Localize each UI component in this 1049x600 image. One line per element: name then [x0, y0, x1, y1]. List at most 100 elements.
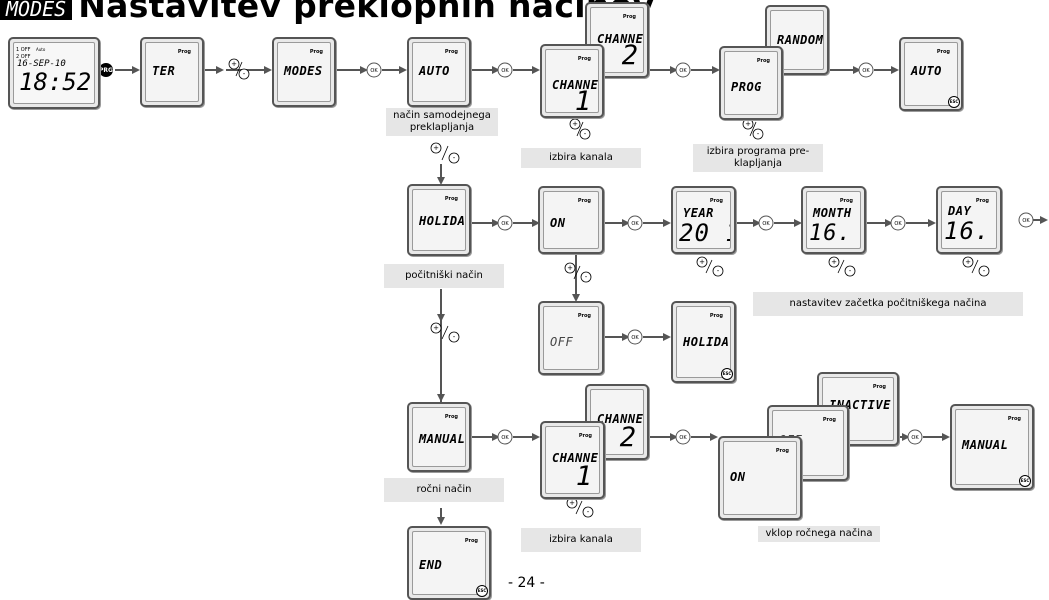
plus-label: +: [567, 264, 573, 272]
ok-label: OK: [631, 335, 639, 341]
screen-text: HOLIDAY: [419, 214, 466, 228]
plus-label: +: [572, 120, 578, 128]
screen-holiday: ProgHOLIDAY: [407, 184, 471, 256]
caption-program-select: izbira programa pre-klapljanja: [693, 144, 823, 172]
page-number: - 24 -: [508, 575, 545, 591]
ok-button[interactable]: [890, 215, 906, 231]
prog-indicator: Prog: [822, 417, 836, 423]
ok-label: OK: [501, 221, 509, 227]
ok-button[interactable]: [907, 429, 923, 445]
prog-indicator: Prog: [464, 538, 478, 544]
esc-button[interactable]: ESC: [721, 368, 733, 380]
prog-indicator: Prog: [309, 49, 323, 55]
prog-indicator: Prog: [709, 198, 723, 204]
ok-button[interactable]: [1018, 212, 1034, 228]
caption-manual-mode: ročni način: [384, 478, 504, 502]
section-tag: MODES: [0, 0, 73, 21]
screen-text: AUTO: [911, 64, 942, 78]
prog-indicator: Prog: [444, 414, 458, 420]
prog-indicator: Prog: [1007, 416, 1021, 422]
screen-text: AUTO: [419, 64, 450, 78]
screen-text: OFF: [550, 335, 574, 349]
day-value: 16. 11: [944, 217, 996, 245]
prog-indicator: Prog: [775, 448, 789, 454]
channel-2-status: 2 OFF: [16, 54, 31, 60]
plus-label: +: [745, 120, 751, 128]
esc-button[interactable]: ESC: [948, 96, 960, 108]
prog-indicator: Prog: [444, 49, 458, 55]
minus-label: -: [587, 508, 590, 516]
screen-text: CHANNEL: [597, 412, 644, 426]
date-readout: 16-SEP-10: [17, 59, 66, 69]
channel-1-status: 1 OFF: [16, 47, 31, 53]
minus-label: -: [757, 130, 760, 138]
prog-indicator: Prog: [839, 198, 853, 204]
prog-indicator: Prog: [975, 198, 989, 204]
plus-label: +: [231, 60, 237, 68]
minus-label: -: [243, 70, 246, 78]
prg-button[interactable]: PRG: [99, 63, 113, 77]
caption-channel-select: izbira kanala: [521, 148, 641, 168]
screen-text: RANDOM: [777, 33, 824, 47]
caption-manual-on: vklop ročnega načina: [758, 526, 880, 542]
plus-label: +: [569, 499, 575, 507]
ok-button[interactable]: [497, 429, 513, 445]
ok-button[interactable]: [627, 329, 643, 345]
time-readout: 18:52: [19, 68, 92, 96]
ok-label: OK: [501, 435, 509, 441]
plus-label: +: [699, 258, 705, 266]
screen-text: PROG: [731, 80, 762, 94]
prog-indicator: Prog: [577, 198, 591, 204]
prog-indicator: Prog: [756, 58, 770, 64]
page-title: Nastavitev preklopnih načinov: [78, 0, 655, 25]
ok-button[interactable]: [627, 215, 643, 231]
minus-label: -: [584, 130, 587, 138]
ok-button[interactable]: [858, 62, 874, 78]
screen-text: CHANNEL: [597, 32, 644, 46]
ok-label: OK: [370, 68, 378, 74]
screen-text: CHANNEL: [552, 78, 599, 92]
ok-button[interactable]: [497, 62, 513, 78]
minus-label: -: [717, 267, 720, 275]
ok-button[interactable]: [675, 429, 691, 445]
year-value: 20 10: [679, 219, 730, 247]
channel-digit: 1: [574, 86, 592, 113]
ok-button[interactable]: [497, 215, 513, 231]
screen-channel-1: ProgCHANNEL 1: [540, 44, 604, 118]
plus-label: +: [433, 144, 439, 152]
ok-button[interactable]: [675, 62, 691, 78]
caption-holiday-start: nastavitev začetka počitniškega načina: [753, 292, 1023, 316]
screen-text: CHANNEL: [552, 451, 599, 465]
caption-manual-channel-select: izbira kanala: [521, 528, 641, 552]
channel-digit: 2: [621, 40, 639, 71]
channel-digit: 1: [575, 461, 593, 492]
ok-label: OK: [1022, 218, 1030, 224]
prog-indicator: Prog: [622, 14, 636, 20]
caption-auto-mode: način samodejnega preklapljanja: [386, 108, 498, 136]
esc-button[interactable]: ESC: [1019, 475, 1031, 487]
screen-text: END: [419, 558, 443, 572]
channel-digit: 2: [619, 422, 637, 453]
minus-label: -: [585, 273, 588, 281]
ok-label: OK: [762, 221, 770, 227]
plus-label: +: [965, 258, 971, 266]
prog-indicator: Prog: [872, 384, 886, 390]
prog-indicator: Prog: [444, 196, 458, 202]
ok-button[interactable]: [366, 62, 382, 78]
esc-button[interactable]: ESC: [476, 585, 488, 597]
ok-button[interactable]: [758, 215, 774, 231]
ok-label: OK: [501, 68, 509, 74]
month-value: 16. 11: [809, 221, 860, 246]
